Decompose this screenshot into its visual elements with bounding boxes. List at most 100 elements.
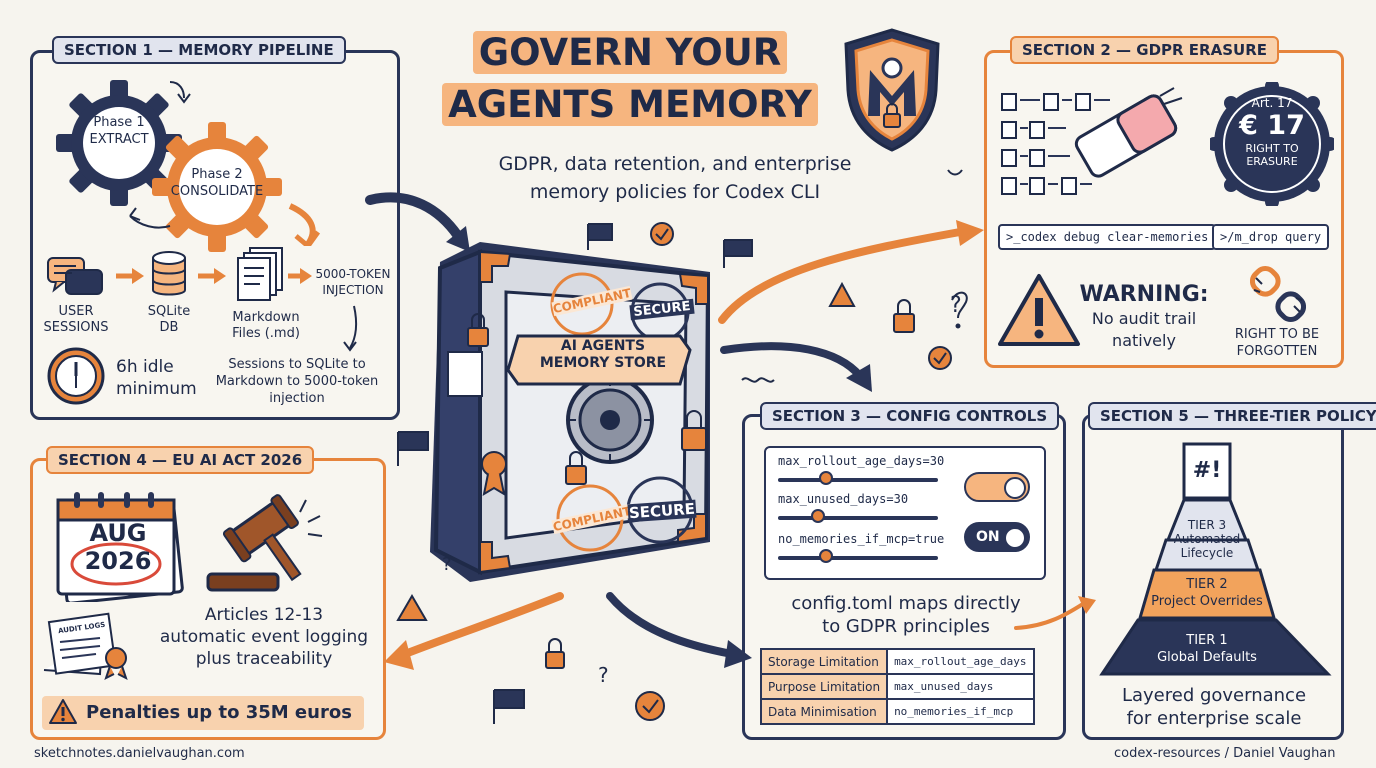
arrow-to-safe [365, 192, 463, 241]
idle-line2: minimum [116, 379, 197, 399]
shield-logo-icon [844, 28, 940, 152]
small-warning-icon [828, 281, 856, 307]
calendar-text: AUG 2026 [60, 520, 176, 576]
toggle-on-label: ON [976, 529, 1000, 545]
flow-summary: Sessions to SQLite to Markdown to 5000-t… [202, 356, 392, 407]
footer-left[interactable]: sketchnotes.danielvaughan.com [34, 746, 245, 761]
forgotten-line1: RIGHT TO BE [1234, 327, 1320, 342]
erasure-badge-icon [1210, 82, 1334, 206]
setting-cell: max_unused_days [886, 673, 1035, 700]
penalty-banner [42, 696, 364, 730]
tier2-line1: TIER 2 [1186, 577, 1228, 592]
penalty-text: Penalties up to 35M euros [86, 702, 352, 723]
layered-line2: for enterprise scale [1126, 708, 1302, 729]
table-row: Storage Limitation max_rollout_age_days [759, 648, 1035, 675]
maps-line2: to GDPR principles [822, 616, 990, 637]
section3-tag: SECTION 3 — CONFIG CONTROLS [760, 402, 1060, 430]
curved-down-arrow-icon [343, 305, 358, 352]
warning-triangle-icon [998, 274, 1080, 346]
arrow-right-icon-3 [288, 268, 312, 284]
document-list-icon [1001, 93, 1110, 195]
idle-line1: 6h idle [116, 357, 174, 377]
audit-logs-icon [43, 612, 128, 680]
setting-max-rollout-age: max_rollout_age_days=30 [778, 454, 945, 468]
badge-line2: € 17 [1239, 110, 1305, 141]
small-padlock-icon-2 [545, 651, 565, 669]
setting-max-unused-days: max_unused_days=30 [778, 492, 909, 506]
eraser-icon [1074, 87, 1183, 178]
articles-line3: plus traceability [195, 649, 333, 669]
calendar-year: 2026 [84, 547, 152, 575]
arrow-to-ai-act [396, 592, 564, 660]
setting-cell: no_memories_if_mcp [886, 698, 1035, 725]
tier3-line2: Automated [1173, 532, 1241, 546]
maps-caption: config.toml maps directly to GDPR princi… [756, 592, 1056, 638]
markdown-line2: Files (.md) [232, 326, 300, 341]
calendar-month: AUG [89, 519, 147, 547]
slider3-track[interactable] [778, 556, 938, 560]
rollout-toggle[interactable] [964, 472, 1030, 502]
arrow-to-mapping [606, 592, 736, 658]
flag-icon [587, 223, 613, 250]
arrow-to-policy [1014, 600, 1088, 630]
arrow-to-config [720, 342, 864, 380]
drop-query-command[interactable]: >/m_drop query [1212, 224, 1330, 250]
section1-tag: SECTION 1 — MEMORY PIPELINE [52, 36, 346, 64]
clear-memories-command[interactable]: >_codex debug clear-memories [998, 224, 1217, 250]
clock-icon [47, 347, 105, 405]
arrow-to-erasure [718, 228, 964, 324]
flag-icon-3 [397, 431, 429, 466]
injection-line1: 5000-TOKEN [315, 267, 391, 281]
calendar-icon [56, 492, 184, 602]
tier1-line1: TIER 1 [1186, 633, 1228, 648]
sqlite-line1: SQLite [147, 304, 191, 319]
phase2-line1: Phase 2 [191, 167, 243, 182]
warning-text: WARNING: No audit trail natively [1078, 282, 1210, 352]
banner-line2: MEMORY STORE [539, 355, 667, 371]
layered-caption: Layered governance for enterprise scale [1092, 684, 1336, 730]
main-title: GOVERN YOUR AGENTS MEMORY [420, 30, 840, 128]
flow-line3: injection [269, 391, 325, 406]
badge-line3: RIGHT TO [1245, 142, 1299, 155]
markdown-label: Markdown Files (.md) [216, 310, 316, 342]
database-icon [152, 251, 186, 296]
penalty-warning-icon [49, 699, 77, 724]
slider1-track[interactable] [778, 478, 938, 482]
principle-cell: Purpose Limitation [759, 673, 889, 700]
subtitle: GDPR, data retention, and enterprise mem… [440, 150, 910, 206]
phase1-label: Phase 1 EXTRACT [74, 114, 164, 148]
cycle-arrows-icon [129, 81, 321, 246]
footer-right[interactable]: codex-resources / Daniel Vaughan [1114, 746, 1336, 761]
slider2-knob[interactable] [811, 509, 825, 523]
tier1-line2: Global Defaults [1157, 650, 1257, 665]
phase2-label: Phase 2 CONSOLIDATE [162, 166, 272, 200]
table-row: Data Minimisation no_memories_if_mcp [759, 698, 1035, 725]
mcp-toggle[interactable]: ON [964, 522, 1030, 552]
badge-line1: Art. 17 [1251, 96, 1293, 110]
tier2-line2: Project Overrides [1151, 594, 1263, 609]
banner-line1: AI AGENTS [560, 338, 646, 354]
question-mark-icon-2: ? [598, 663, 609, 687]
section5-tag: SECTION 5 — THREE-TIER POLICY [1088, 402, 1376, 430]
slider1-knob[interactable] [819, 471, 833, 485]
articles-line1: Articles 12-13 [204, 605, 324, 625]
idle-label: 6h idle minimum [116, 356, 206, 400]
check-badge-icon-3 [635, 691, 665, 721]
slider3-knob[interactable] [819, 549, 833, 563]
injection-label: 5000-TOKEN INJECTION [310, 266, 396, 298]
pyramid-icon [1099, 442, 1332, 676]
sqlite-line2: DB [159, 320, 179, 335]
sqlite-label: SQLite DB [134, 304, 204, 336]
forgotten-label: RIGHT TO BE FORGOTTEN [1222, 326, 1332, 360]
erasure-badge-text: Art. 17 € 17 RIGHT TO ERASURE [1218, 96, 1326, 168]
phase2-gear-icon [152, 122, 282, 252]
flag-icon-4 [493, 689, 525, 724]
slider2-track[interactable] [778, 516, 938, 520]
tier1-label: TIER 1 Global Defaults [1120, 632, 1294, 666]
table-row: Purpose Limitation max_unused_days [759, 673, 1035, 700]
phase1-line1: Phase 1 [93, 115, 145, 130]
title-line-1: GOVERN YOUR [472, 31, 788, 74]
small-warning-icon-2 [396, 594, 428, 621]
tier3-line1: TIER 3 [1187, 518, 1227, 532]
